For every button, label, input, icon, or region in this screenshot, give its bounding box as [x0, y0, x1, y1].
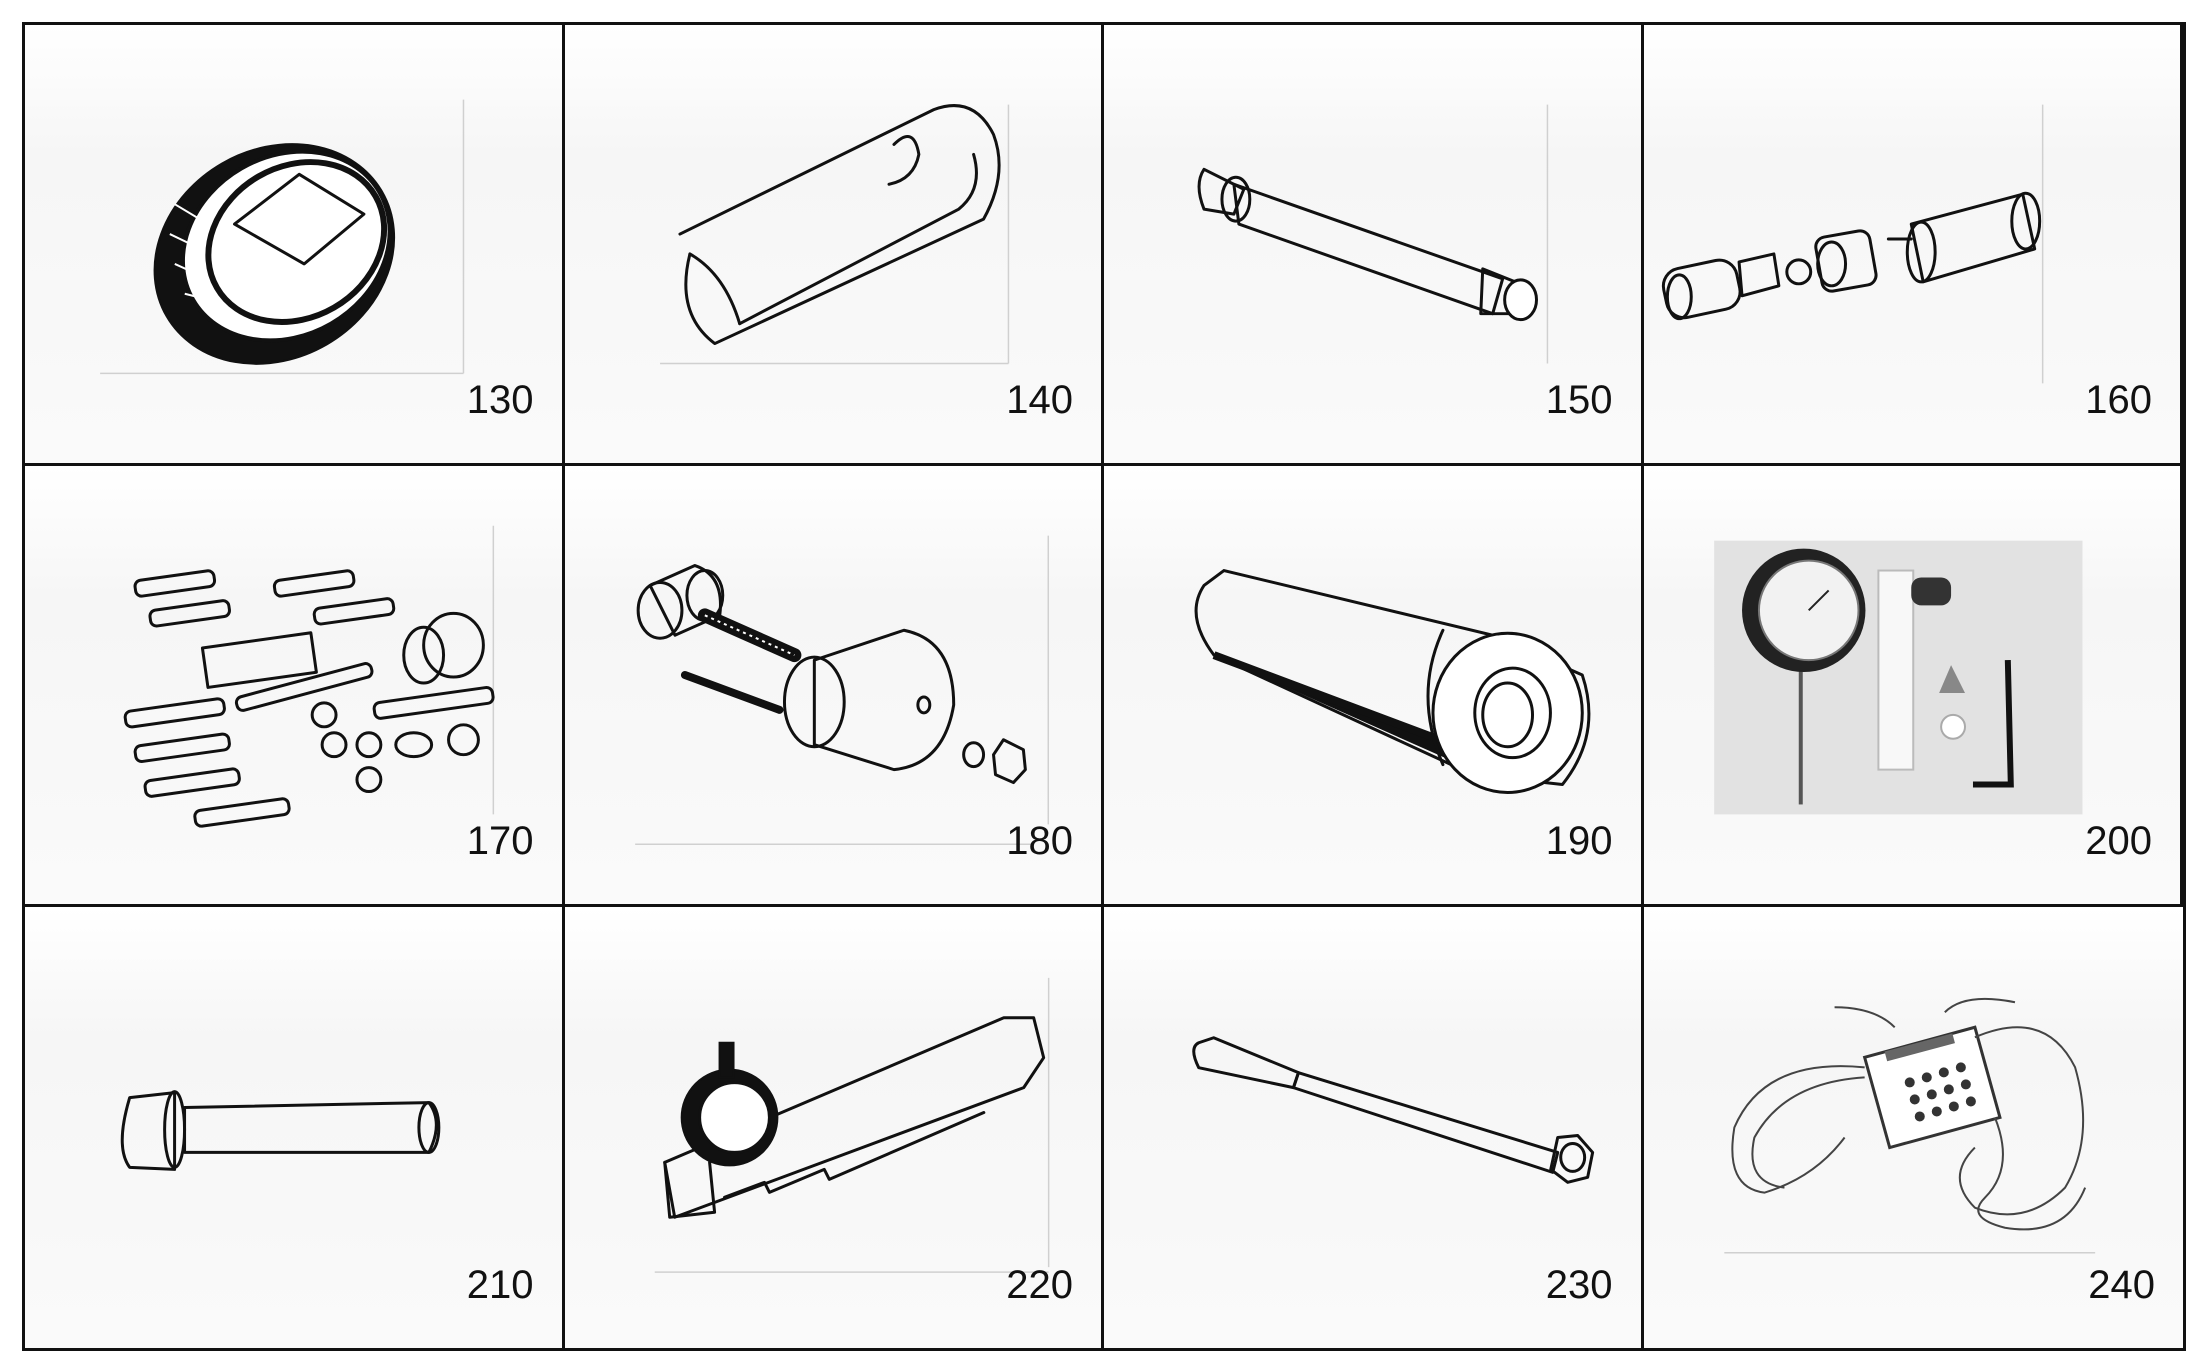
drift-pin-icon [1197, 104, 1549, 364]
tool-number: 200 [2085, 819, 2152, 863]
tool-cell-210: 210 [25, 907, 565, 1348]
tool-number: 210 [466, 1263, 534, 1307]
tool-cell-200: 200 [1643, 466, 2183, 907]
tool-number: 130 [466, 378, 534, 422]
tool-number: 140 [1006, 378, 1073, 422]
tool-number: 150 [1545, 378, 1613, 422]
electronic-tester-icon [1723, 997, 2095, 1254]
tool-number: 180 [1006, 819, 1073, 863]
dial-gauge-bar-icon [654, 977, 1049, 1273]
tool-cell-240: 240 [1643, 907, 2183, 1348]
stepped-pin-icon [120, 1090, 441, 1171]
puller-assembly-icon [1661, 104, 2043, 384]
tool-cell-140: 140 [564, 25, 1104, 466]
tool-cell-130: 130 [25, 25, 565, 466]
dial-indicator-kit-icon [1713, 540, 2082, 815]
tool-grid: 130 140 150 [22, 22, 2186, 1351]
tool-cell-170: 170 [25, 466, 565, 907]
tool-cell-190: 190 [1104, 466, 1644, 907]
tool-number: 230 [1545, 1263, 1613, 1307]
tool-cell-230: 230 [1104, 907, 1644, 1348]
tool-number: 170 [466, 819, 534, 863]
socket-rod-icon [1192, 1036, 1595, 1184]
slotted-sleeve-icon [659, 104, 1009, 365]
tool-number: 240 [2088, 1263, 2155, 1307]
tool-number: 190 [1545, 819, 1613, 863]
knurled-ring-icon [100, 99, 465, 375]
tool-cell-150: 150 [1104, 25, 1644, 466]
tool-cell-180: 180 [564, 466, 1104, 907]
press-tool-assembly-icon [634, 535, 1049, 846]
stud-and-nut-kit-icon [123, 525, 495, 828]
tool-cell-160: 160 [1643, 25, 2183, 466]
tool-number: 160 [2085, 378, 2152, 422]
tool-cell-220: 220 [564, 907, 1104, 1348]
tapered-sleeve-icon [1194, 569, 1591, 795]
tool-number: 220 [1006, 1263, 1073, 1307]
